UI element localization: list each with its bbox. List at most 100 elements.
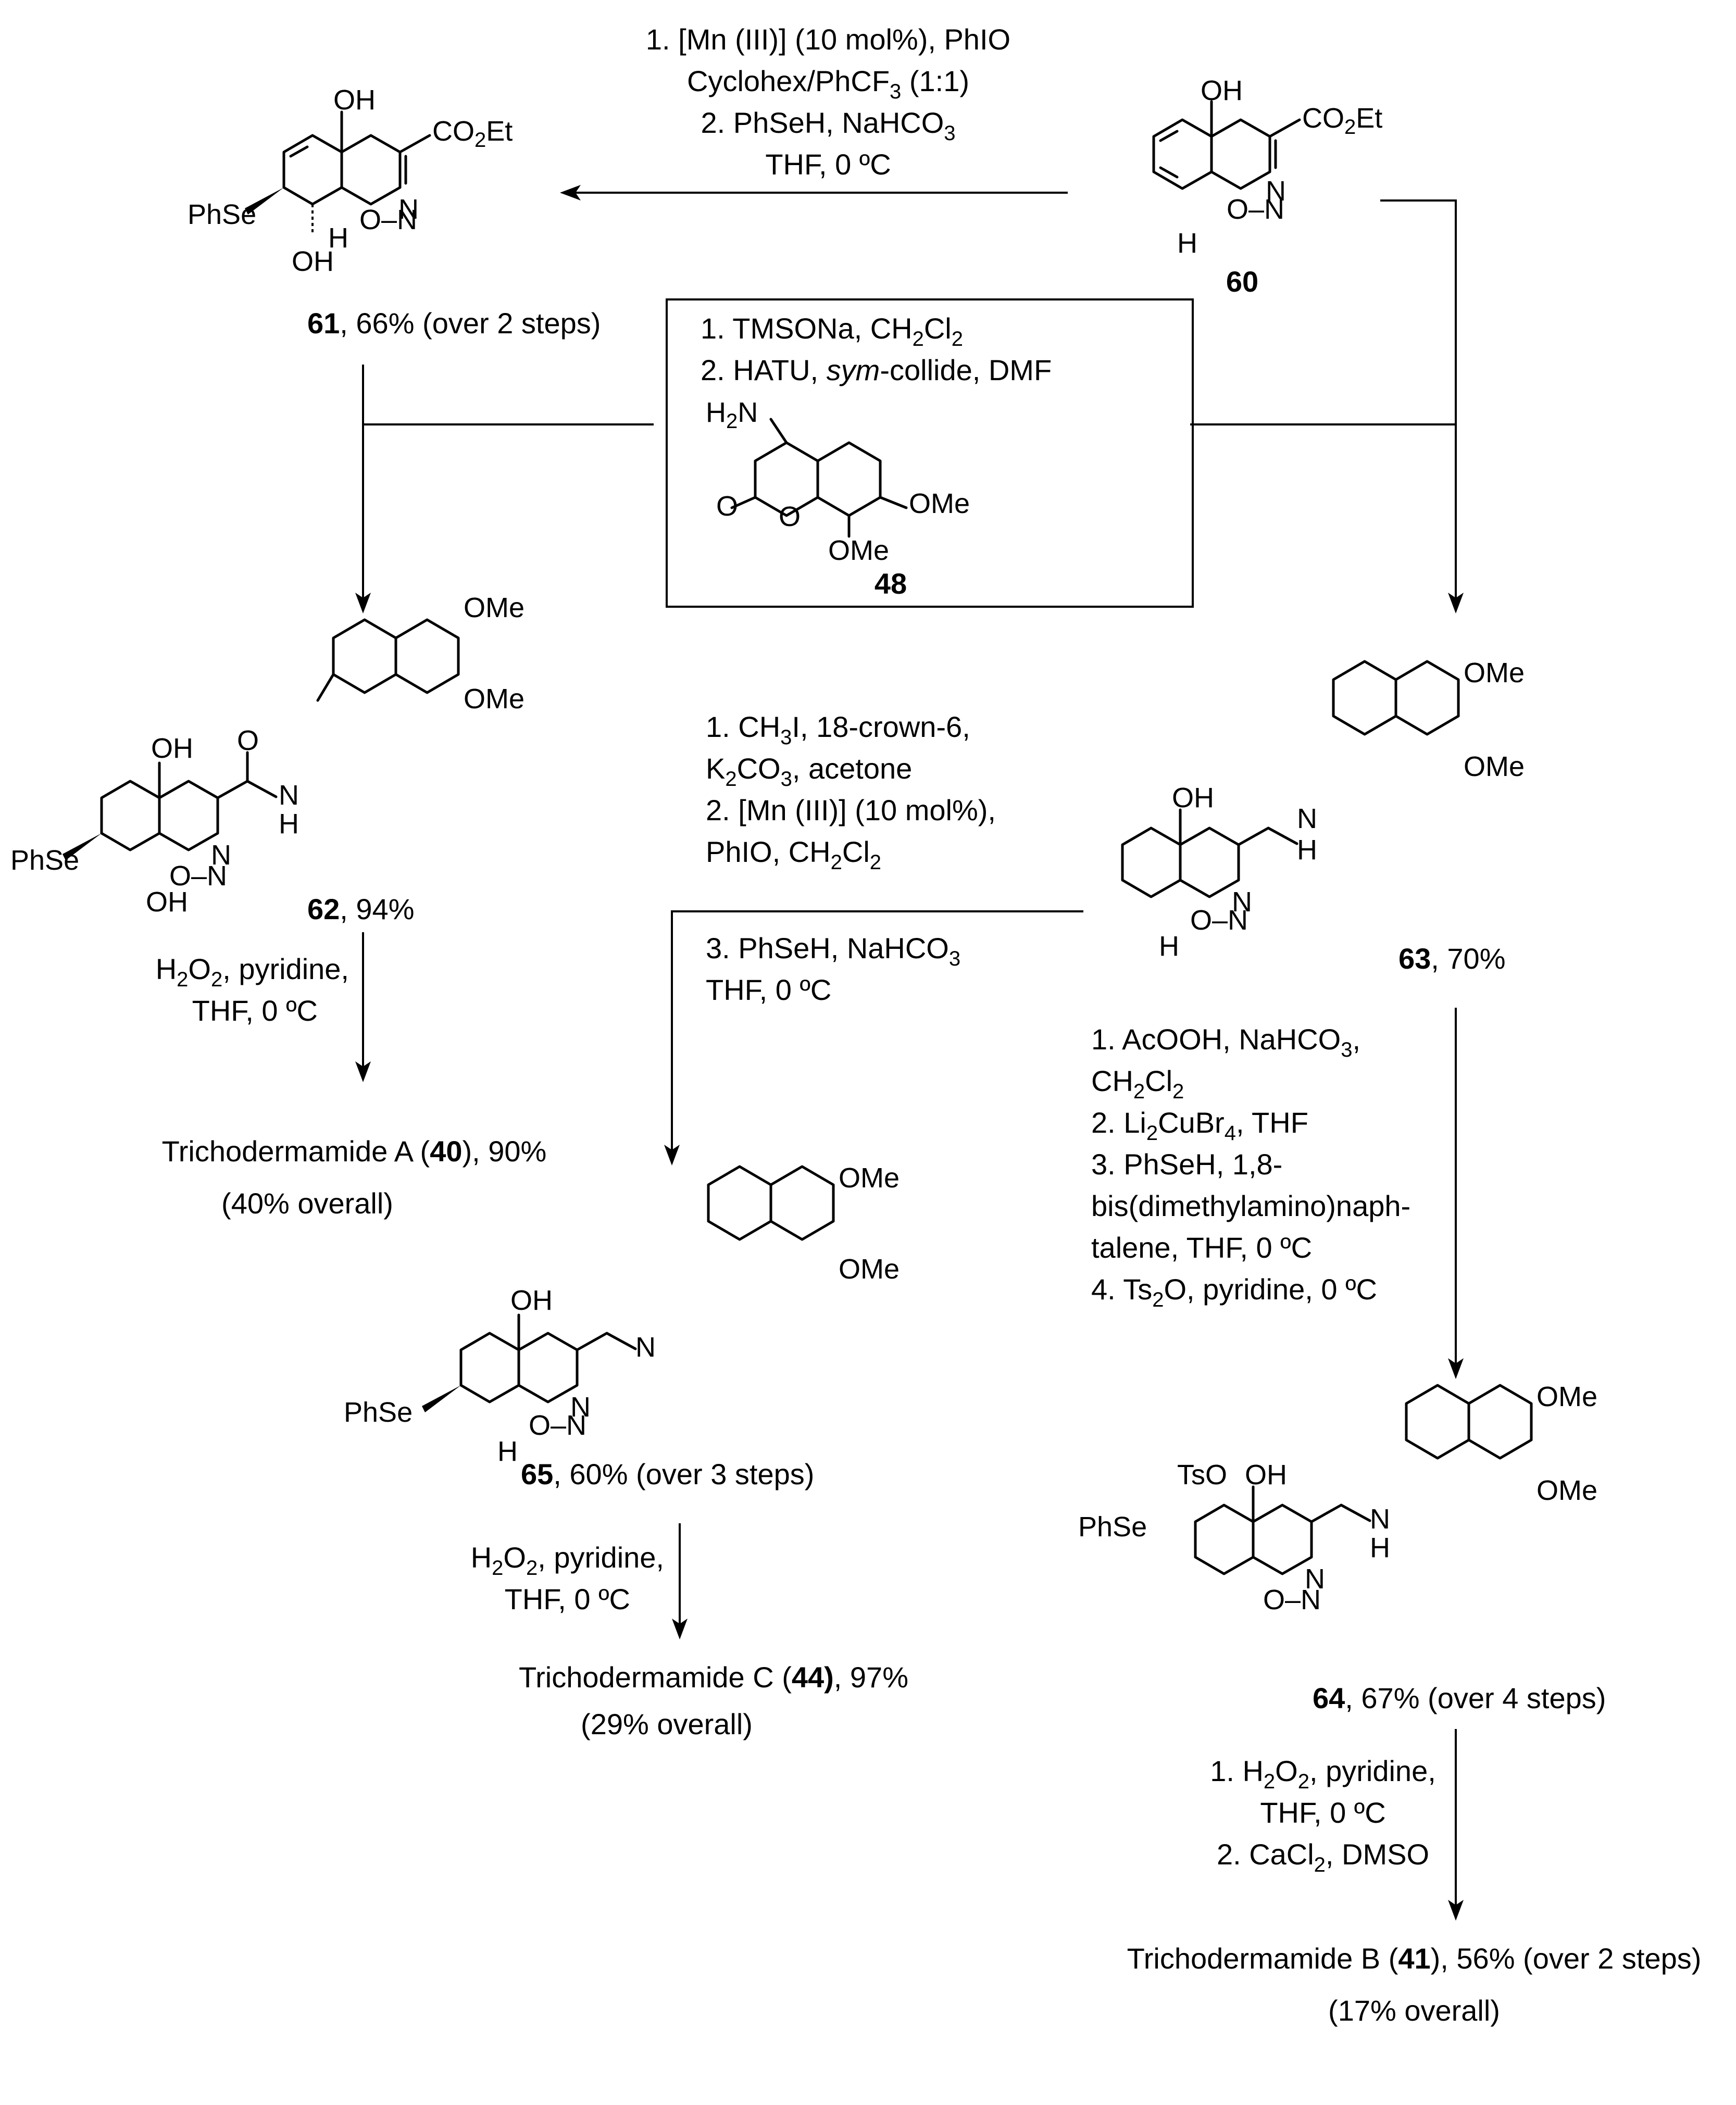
product-40: Trichodermamide A (40), 90% (40% overall… bbox=[162, 1135, 547, 1220]
atom-label: OH bbox=[151, 733, 193, 764]
atom-label: N bbox=[279, 780, 299, 811]
atom-label: O–N bbox=[359, 204, 417, 235]
product-44: Trichodermamide C (44), 97% (29% overall… bbox=[519, 1661, 908, 1740]
cond-line: 2. [Mn (III)] (10 mol%), bbox=[706, 794, 996, 826]
label-61: 61, 66% (over 2 steps) bbox=[307, 307, 601, 340]
atom-label: N bbox=[211, 840, 231, 871]
product-name: Trichodermamide B (41), 56% (over 2 step… bbox=[1127, 1942, 1702, 1975]
atom-label: N bbox=[1370, 1503, 1390, 1535]
cond-line: 3. PhSeH, NaHCO3 bbox=[706, 932, 960, 970]
cond-line: 2. HATU, sym-collide, DMF bbox=[701, 354, 1052, 386]
cond-line: H2O2, pyridine, bbox=[156, 953, 349, 991]
label-65: 65, 60% (over 3 steps) bbox=[521, 1458, 814, 1490]
arrow-60-to-61 bbox=[560, 185, 1068, 201]
atom-label: H2N bbox=[706, 397, 758, 433]
atom-label: OH bbox=[1172, 782, 1214, 813]
atom-label: N bbox=[570, 1392, 591, 1423]
structure-62: OH PhSe N O–N OH O N H OMe OMe bbox=[10, 592, 524, 918]
atom-label: N bbox=[1305, 1563, 1325, 1595]
cond-line: THF, 0 ºC bbox=[706, 973, 831, 1006]
cond-line: 1. CH3I, 18-crown-6, bbox=[706, 710, 970, 749]
cond-line: H2O2, pyridine, bbox=[471, 1541, 664, 1580]
atom-label: CO2Et bbox=[432, 116, 513, 152]
cond-line: CH2Cl2 bbox=[1091, 1064, 1184, 1103]
cond-line: K2CO3, acetone bbox=[706, 752, 912, 791]
cond-line: THF, 0 ºC bbox=[505, 1583, 630, 1615]
cond-line: PhIO, CH2Cl2 bbox=[706, 835, 881, 874]
conditions-62-to-40: H2O2, pyridine, THF, 0 ºC bbox=[156, 953, 349, 1027]
atom-label: N bbox=[398, 194, 419, 225]
arrow-60-to-63 bbox=[1380, 199, 1464, 613]
cond-line: THF, 0 ºC bbox=[192, 994, 318, 1027]
structure-48: H2N O O OMe OMe bbox=[706, 397, 970, 566]
atom-label: OH bbox=[146, 886, 188, 918]
cond-line: 3. PhSeH, 1,8- bbox=[1091, 1148, 1282, 1181]
atom-label: CO2Et bbox=[1302, 103, 1382, 139]
atom-label: OMe bbox=[909, 488, 970, 519]
atom-label: N bbox=[1266, 176, 1286, 207]
atom-label: H bbox=[1177, 228, 1197, 259]
structure-65: OH PhSe N O–N H N OMe OMe bbox=[344, 1162, 900, 1467]
conditions-60-to-61: 1. [Mn (III)] (10 mol%), PhIO Cyclohex/P… bbox=[646, 23, 1010, 181]
cond-line: THF, 0 ºC bbox=[765, 148, 891, 181]
conditions-box: 1. TMSONa, CH2Cl2 2. HATU, sym-collide, … bbox=[701, 312, 1052, 386]
atom-label: OMe bbox=[464, 683, 524, 715]
atom-label: O–N bbox=[529, 1410, 586, 1441]
atom-label: OMe bbox=[828, 535, 889, 566]
atom-label: N bbox=[1232, 886, 1252, 918]
product-name: Trichodermamide A (40), 90% bbox=[162, 1135, 547, 1168]
cond-line: 2. CaCl2, DMSO bbox=[1217, 1838, 1429, 1876]
label-48: 48 bbox=[875, 567, 907, 600]
structure-64: OH TsO PhSe N O–N N H OMe OMe bbox=[1078, 1381, 1597, 1615]
cond-line: 1. TMSONa, CH2Cl2 bbox=[701, 312, 963, 350]
cond-line: 1. AcOOH, NaHCO3, bbox=[1091, 1023, 1360, 1061]
atom-label: H bbox=[1159, 931, 1179, 962]
atom-label: O–N bbox=[1227, 194, 1284, 225]
atom-label: O bbox=[779, 501, 801, 532]
atom-label: OMe bbox=[1537, 1381, 1597, 1412]
cond-line: 1. H2O2, pyridine, bbox=[1210, 1755, 1436, 1793]
arrow-63-to-65 bbox=[664, 910, 1083, 1166]
label-60: 60 bbox=[1226, 265, 1258, 298]
arrow-62-to-40 bbox=[355, 932, 371, 1082]
atom-label: PhSe bbox=[1078, 1511, 1147, 1543]
cond-line: bis(dimethylamino)naph- bbox=[1091, 1189, 1410, 1222]
atom-label: O bbox=[716, 491, 738, 522]
label-63: 63, 70% bbox=[1398, 942, 1506, 975]
arrow-64-to-41 bbox=[1448, 1729, 1464, 1921]
atom-label: O–N bbox=[1263, 1584, 1321, 1615]
atom-label: OH bbox=[510, 1285, 553, 1316]
atom-label: OMe bbox=[1537, 1475, 1597, 1506]
structure-61: OH CO2Et PhSe N O–N H OH bbox=[188, 84, 513, 277]
atom-label: O–N bbox=[1190, 905, 1248, 936]
atom-label: OH bbox=[292, 246, 334, 277]
product-overall: (29% overall) bbox=[581, 1708, 753, 1740]
conditions-63-to-64: 1. AcOOH, NaHCO3, CH2Cl2 2. Li2CuBr4, TH… bbox=[1091, 1023, 1410, 1311]
conditions-64-to-41: 1. H2O2, pyridine, THF, 0 ºC 2. CaCl2, D… bbox=[1210, 1755, 1436, 1876]
arrow-65-to-44 bbox=[672, 1523, 688, 1639]
atom-label: H bbox=[279, 808, 299, 840]
label-62: 62, 94% bbox=[307, 893, 415, 925]
product-name: Trichodermamide C (44), 97% bbox=[519, 1661, 908, 1694]
atom-label: N bbox=[1297, 803, 1317, 834]
label-64: 64, 67% (over 4 steps) bbox=[1313, 1682, 1606, 1714]
product-overall: (17% overall) bbox=[1328, 1994, 1500, 2027]
structure-63: OH N O–N H N H OMe OMe bbox=[1121, 657, 1525, 962]
atom-label: OH bbox=[1245, 1459, 1287, 1490]
atom-label: OMe bbox=[839, 1254, 900, 1285]
cond-line: Cyclohex/PhCF3 (1:1) bbox=[687, 65, 969, 103]
cond-line: 2. Li2CuBr4, THF bbox=[1091, 1106, 1308, 1145]
conditions-65-to-44: H2O2, pyridine, THF, 0 ºC bbox=[471, 1541, 664, 1615]
atom-label: O bbox=[237, 725, 259, 756]
product-overall: (40% overall) bbox=[221, 1187, 393, 1220]
atom-label: TsO bbox=[1177, 1459, 1227, 1490]
cond-line: talene, THF, 0 ºC bbox=[1091, 1231, 1312, 1264]
cond-line: 2. PhSeH, NaHCO3 bbox=[701, 106, 955, 145]
structure-60: OH CO2Et N O–N H bbox=[1152, 75, 1382, 259]
atom-label: PhSe bbox=[188, 199, 256, 230]
atom-label: OMe bbox=[839, 1162, 900, 1194]
cond-line: 4. Ts2O, pyridine, 0 ºC bbox=[1091, 1273, 1377, 1311]
arrow-63-to-64 bbox=[1448, 1008, 1464, 1379]
atom-label: H bbox=[328, 222, 348, 254]
